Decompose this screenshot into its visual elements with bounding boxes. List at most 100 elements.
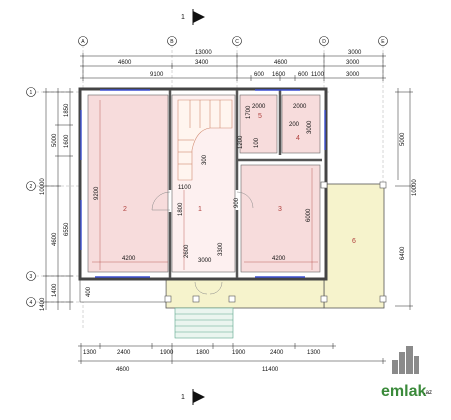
brand-suffix: .az — [424, 390, 432, 396]
dim-bath-2000b: 2000 — [293, 104, 307, 110]
dim-left-5000: 5000 — [52, 133, 58, 147]
dim-col-cd: 4600 — [274, 60, 288, 66]
staircase — [177, 99, 233, 181]
room-label-1: 1 — [198, 206, 202, 213]
room-2 — [87, 94, 169, 273]
dim-bottom-1300a: 1300 — [83, 350, 97, 356]
terrace-area — [323, 183, 385, 309]
room-label-4: 4 — [296, 135, 300, 142]
svg-text:A: A — [81, 39, 85, 45]
dim-bottom-2400b: 2400 — [270, 350, 284, 356]
right-dimension-lines — [395, 88, 413, 310]
dim-bottom-total-right: 11400 — [262, 367, 279, 373]
dim-600b: 600 — [298, 72, 309, 78]
dim-hall-1100: 1100 — [178, 185, 192, 191]
dim-bath-2000a: 2000 — [252, 104, 266, 110]
dim-hall-300: 300 — [202, 154, 208, 165]
skyline-icon — [392, 346, 419, 374]
dim-bath-200: 200 — [289, 122, 300, 128]
dim-col-bc: 3400 — [195, 60, 209, 66]
dim-main-width: 9100 — [150, 72, 164, 78]
axis-bubble-3: 3 — [26, 271, 36, 281]
dim-hall-900: 900 — [234, 197, 240, 208]
dim-right-5000: 5000 — [400, 132, 406, 146]
entrance-steps — [174, 307, 234, 339]
dim-hall-1800: 1800 — [178, 202, 184, 216]
dim-left-1600: 1600 — [64, 134, 70, 148]
room-label-2: 2 — [123, 206, 127, 213]
brand-logo: emlak .az — [381, 346, 432, 400]
left-dimension-lines — [43, 88, 73, 310]
porch-area — [165, 277, 325, 309]
room-5 — [239, 94, 278, 154]
dim-col-ab: 4600 — [118, 60, 132, 66]
dim-right-span: 3000 — [348, 50, 362, 56]
section-marker-top-label: 1 — [181, 14, 185, 21]
axis-bubble-a: A — [78, 36, 88, 46]
dim-left-1850: 1850 — [64, 103, 70, 117]
dim-hall-100: 100 — [254, 137, 260, 148]
room-label-6: 6 — [352, 238, 356, 245]
svg-text:4: 4 — [30, 300, 33, 306]
brand-name: emlak — [381, 383, 426, 400]
inner-dimension-lines — [92, 100, 318, 270]
dim-600a: 600 — [254, 72, 265, 78]
axis-bubble-b: B — [167, 36, 177, 46]
axis-bubble-2: 2 — [26, 181, 36, 191]
room-3 — [240, 164, 321, 273]
svg-text:2: 2 — [30, 184, 33, 190]
dim-hall-3300: 3300 — [218, 242, 224, 256]
section-marker-top: 1 — [181, 9, 205, 25]
dim-bottom-1900a: 1900 — [160, 350, 174, 356]
svg-text:E: E — [381, 39, 385, 45]
axis-bubble-c: C — [232, 36, 242, 46]
dim-room2-width: 4200 — [122, 256, 136, 262]
room-4 — [281, 94, 321, 154]
dim-left-1400: 1400 — [52, 283, 58, 297]
dim-left-1400b: 1400 — [40, 297, 46, 311]
svg-text:3: 3 — [30, 274, 33, 280]
dim-left-overall: 10000 — [40, 178, 46, 195]
dim-1100: 1100 — [311, 72, 325, 78]
dim-left-4600: 4600 — [52, 232, 58, 246]
room-label-5: 5 — [258, 113, 262, 120]
section-marker-bottom: 1 — [181, 389, 205, 405]
dim-bath-1700: 1700 — [246, 105, 252, 119]
dim-overall-width: 13000 — [195, 50, 212, 56]
dim-right-10000: 10000 — [412, 179, 418, 196]
dim-hall-2600: 2600 — [184, 244, 190, 258]
dim-bottom-total-left: 4600 — [116, 367, 130, 373]
dim-col-de: 3000 — [346, 60, 360, 66]
dim-right-6400: 6400 — [400, 246, 406, 260]
dim-bottom-1800: 1800 — [196, 350, 210, 356]
svg-text:D: D — [322, 39, 326, 45]
dim-bath-3000: 3000 — [307, 120, 313, 134]
outer-strip — [79, 277, 167, 303]
dim-room2-height: 9200 — [94, 186, 100, 200]
svg-text:1: 1 — [30, 90, 33, 96]
axis-bubble-d: D — [319, 36, 329, 46]
svg-text:B: B — [170, 39, 174, 45]
axis-bubble-1: 1 — [26, 87, 36, 97]
section-marker-bottom-label: 1 — [181, 394, 185, 401]
dim-left-6550: 6550 — [64, 222, 70, 236]
dim-hall-1200: 1200 — [238, 135, 244, 149]
door-swings — [151, 191, 254, 295]
dim-right-3000: 3000 — [346, 72, 360, 78]
axis-bubble-e: E — [378, 36, 388, 46]
dim-room3-width: 4200 — [272, 256, 286, 262]
windows — [80, 89, 326, 278]
svg-text:C: C — [235, 39, 239, 45]
top-dimension-lines — [80, 53, 386, 81]
interior-walls — [168, 90, 322, 278]
dim-bottom-1300b: 1300 — [307, 350, 321, 356]
dim-bottom-1900b: 1900 — [232, 350, 246, 356]
column-posts — [164, 181, 387, 303]
dim-hall-3000: 3000 — [198, 258, 212, 264]
dim-1600: 1600 — [272, 72, 286, 78]
dim-room3-height: 6000 — [306, 208, 312, 222]
room-label-3: 3 — [278, 206, 282, 213]
dim-bottom-2400a: 2400 — [117, 350, 131, 356]
dim-entry-400: 400 — [86, 286, 92, 297]
